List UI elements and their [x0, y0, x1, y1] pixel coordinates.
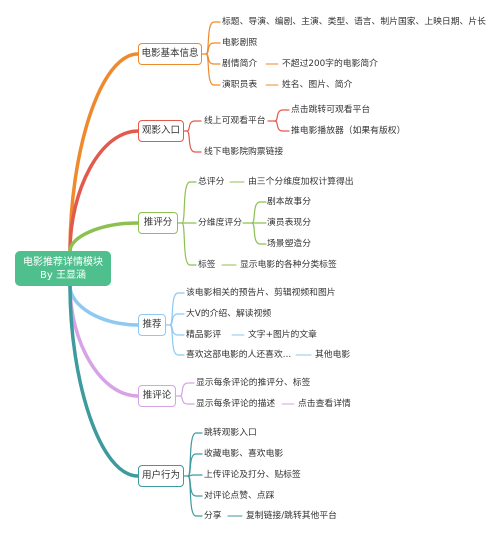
- link-basic-arm-3: [205, 53, 221, 86]
- leaf-dim-score: 分维度评分: [198, 218, 242, 228]
- link-root-rating: [68, 221, 140, 253]
- branch-recommend[interactable]: 推荐: [138, 314, 166, 336]
- leaf-basic-fields: 标题、导演、编剧、主演、类型、语言、制片国家、上映日期、片长: [222, 17, 486, 27]
- leaf-share-detail: 复制链接/跳转其他平台: [246, 511, 337, 521]
- leaf-tags-detail: 显示电影的各种分类标签: [240, 260, 337, 270]
- leaf-script-score: 剧本故事分: [267, 197, 311, 207]
- link-basic-arm-1: [205, 42, 221, 55]
- link-entry-arm-0: [186, 120, 202, 132]
- leaf-cast-detail: 姓名、图片、简介: [282, 80, 353, 90]
- link-root-recommend: [68, 284, 140, 327]
- leaf-cast: 演职员表: [222, 80, 258, 90]
- link-rec-arm-1: [169, 313, 185, 326]
- link-root-user: [68, 284, 140, 478]
- link-user-arm-2: [187, 474, 203, 477]
- leaf-tags: 标签: [198, 260, 216, 270]
- branch-review[interactable]: 推评论: [138, 385, 176, 407]
- root-author: By 王显涵: [40, 269, 86, 281]
- link-online-arm-1: [274, 120, 290, 132]
- leaf-also-liked: 喜欢这部电影的人还喜欢...: [186, 350, 292, 360]
- leaf-other-movies: 其他电影: [315, 350, 351, 360]
- branch-user-actions[interactable]: 用户行为: [138, 465, 184, 487]
- leaf-featured-reviews: 精品影评: [186, 330, 222, 340]
- link-online-arm-0: [274, 109, 290, 122]
- link-rec-arm-3: [169, 324, 185, 356]
- root-title: 电影推荐详情模块: [23, 256, 103, 268]
- leaf-synopsis: 剧情简介: [222, 59, 258, 69]
- link-review-arm-0: [179, 382, 195, 397]
- link-user-arm-4: [187, 475, 203, 517]
- leaf-view-detail: 点击查看详情: [298, 399, 351, 409]
- leaf-actor-score: 演员表现分: [267, 218, 311, 228]
- root-node[interactable]: 电影推荐详情模块 By 王显涵: [15, 251, 111, 286]
- leaf-total-score: 总评分: [198, 177, 225, 187]
- leaf-jump-platform: 点击跳转可观看平台: [291, 105, 371, 115]
- leaf-share: 分享: [204, 511, 222, 521]
- branch-basic-info[interactable]: 电影基本信息: [138, 43, 202, 65]
- link-review-arm-1: [179, 395, 195, 405]
- link-user-arm-1: [187, 453, 203, 477]
- leaf-jump-entry: 跳转观影入口: [204, 428, 257, 438]
- leaf-synopsis-detail: 不超过200字的电影简介: [282, 59, 378, 69]
- link-entry-arm-1: [186, 130, 202, 153]
- leaf-review-score-tags: 显示每条评论的推评分、标签: [196, 378, 311, 388]
- leaf-influencer-videos: 大V的介绍、解读视频: [186, 309, 272, 319]
- leaf-online-platforms: 线上可观看平台: [204, 116, 266, 126]
- leaf-favorite: 收藏电影、喜欢电影: [204, 449, 284, 459]
- leaf-upload-review: 上传评论及打分、贴标签: [204, 470, 301, 480]
- leaf-stills: 电影剧照: [222, 38, 258, 48]
- link-rating-arm-2: [181, 222, 197, 266]
- leaf-review-detail: 文字+图片的文章: [248, 330, 317, 340]
- leaf-trailers: 该电影相关的预告片、剪辑视频和图片: [186, 288, 336, 298]
- link-root-basic: [68, 52, 140, 253]
- link-rating-arm-0: [181, 181, 197, 224]
- link-root-entry: [68, 129, 140, 253]
- link-dims-arm-2: [251, 222, 267, 245]
- link-dims-arm-0: [251, 201, 267, 224]
- leaf-like-dislike: 对评论点赞、点踩: [204, 491, 275, 501]
- leaf-total-detail: 由三个分维度加权计算得出: [248, 177, 354, 187]
- branch-viewing-entry[interactable]: 观影入口: [138, 120, 184, 142]
- leaf-review-desc: 显示每条评论的描述: [196, 399, 276, 409]
- leaf-cinema-ticket: 线下电影院购票链接: [204, 147, 284, 157]
- leaf-scene-score: 场景塑造分: [267, 239, 311, 249]
- leaf-player: 推电影播放器（如果有版权）: [291, 126, 406, 136]
- branch-rating[interactable]: 推评分: [138, 212, 178, 234]
